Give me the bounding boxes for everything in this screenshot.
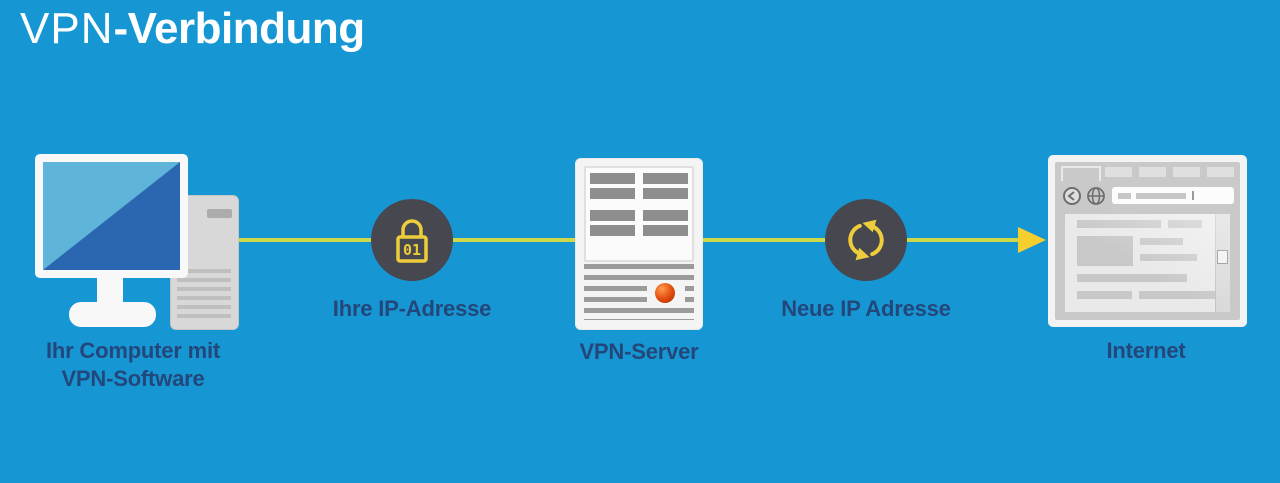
browser-tab [1173, 167, 1200, 177]
title-light-part: VPN [20, 4, 114, 53]
monitor-screen [43, 162, 180, 270]
scrollbar [1215, 214, 1230, 312]
server-bar [643, 210, 688, 221]
server-bar [590, 225, 635, 236]
lock-code-text: 01 [403, 241, 421, 259]
computer-monitor [35, 154, 188, 278]
content-bar [1140, 238, 1183, 245]
address-text-bar [1136, 193, 1186, 199]
server-bar [643, 173, 688, 184]
browser-tab [1207, 167, 1234, 177]
arrowhead-icon [1018, 227, 1046, 253]
browser-tab [1105, 167, 1132, 177]
server-top-panel [584, 166, 694, 262]
page-content-placeholder [1065, 214, 1230, 312]
computer-label-line2: VPN-Software [61, 366, 205, 391]
content-bar [1140, 254, 1197, 261]
server-bar [590, 210, 635, 221]
refresh-icon [848, 219, 884, 261]
server-bar [590, 173, 635, 184]
browser-tab [1139, 167, 1166, 177]
lock-icon: 01 [396, 219, 428, 263]
ip-lock-circle: 01 [371, 199, 453, 281]
new-ip-circle [825, 199, 907, 281]
browser-chrome [1055, 162, 1240, 320]
address-caret [1192, 191, 1194, 200]
content-image-block [1077, 236, 1133, 266]
computer-label-line1: Ihr Computer mit [45, 338, 221, 363]
back-icon [1063, 187, 1081, 205]
server-bar [590, 188, 635, 199]
content-bar [1077, 274, 1187, 282]
server-led-light [655, 283, 675, 303]
new-ip-label: Neue IP Adresse [781, 296, 951, 321]
server-bar [643, 225, 688, 236]
scrollbar-thumb [1217, 250, 1228, 264]
browser-active-tab [1061, 166, 1101, 181]
title-bold-part: -Verbindung [113, 4, 365, 53]
vpn-server-label: VPN-Server [579, 339, 699, 364]
tower-vents [177, 269, 231, 323]
server-bar [643, 188, 688, 199]
content-bar [1139, 291, 1217, 299]
monitor-base [69, 302, 156, 327]
browser-window [1048, 155, 1247, 327]
monitor-stand [97, 278, 123, 305]
internet-label: Internet [1106, 338, 1186, 363]
content-bar [1077, 291, 1132, 299]
globe-icon [1087, 187, 1105, 205]
content-bar [1077, 220, 1161, 228]
computer-label: Ihr Computer mit VPN-Software [23, 337, 243, 393]
ip-lock-label: Ihre IP-Adresse [332, 296, 492, 321]
content-bar [1168, 220, 1202, 228]
page-title: VPN-Verbindung [20, 4, 365, 54]
address-text-bar [1118, 193, 1131, 199]
tower-drive-slot [207, 209, 232, 218]
vpn-server [575, 158, 703, 330]
address-bar [1112, 187, 1234, 204]
